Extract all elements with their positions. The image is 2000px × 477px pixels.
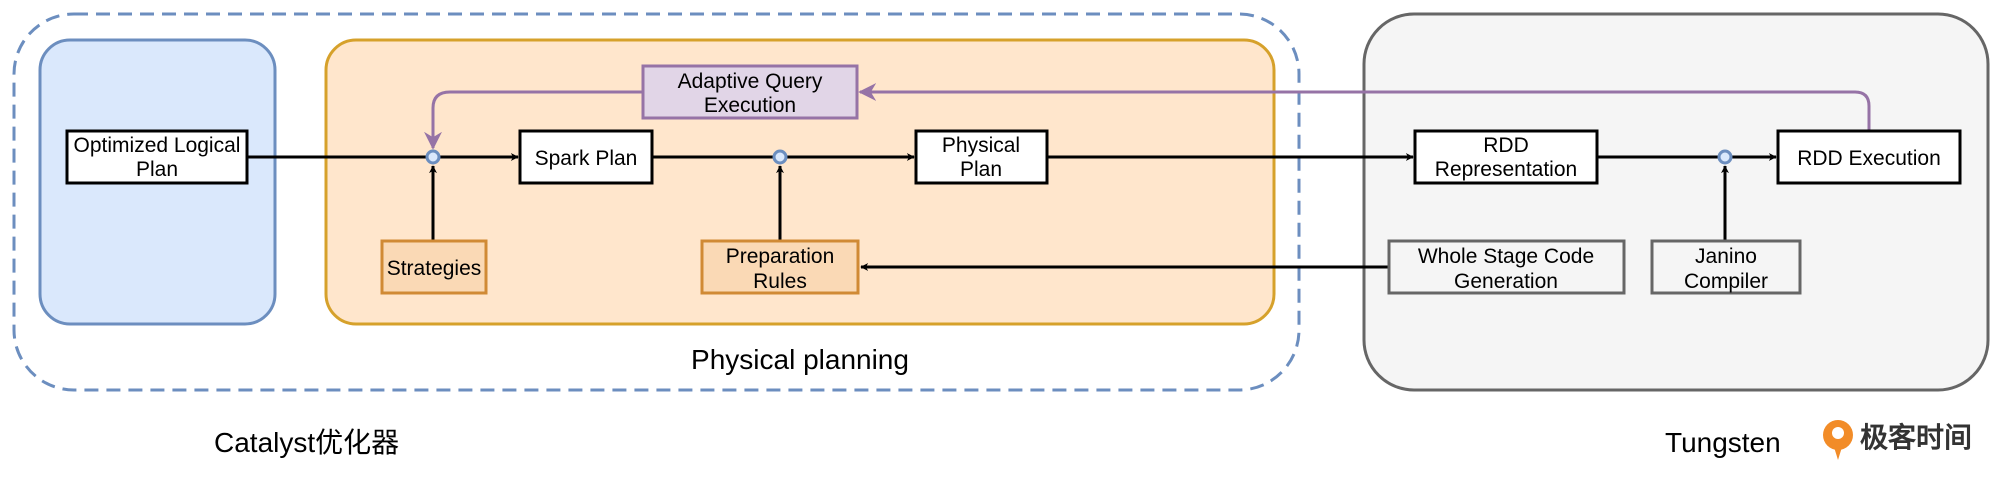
physical-planning-label: Physical planning [691,344,909,375]
node-strategies: Strategies [380,239,488,295]
node-label: Representation [1435,158,1577,181]
node-rdd-representation: RDD Representation [1413,129,1599,185]
node-adaptive-query-execution: Adaptive Query Execution [641,64,859,120]
junction-janino [1717,149,1733,165]
node-label: Strategies [387,257,482,280]
tungsten-region [1362,12,1990,392]
node-label: Plan [136,158,178,181]
node-whole-stage-codegen: Whole Stage Code Generation [1387,239,1626,295]
node-label: Plan [960,158,1002,181]
node-optimized-logical-plan: Optimized Logical Plan [65,129,249,185]
edge-aqe-to-strategy-junction [424,90,643,150]
tungsten-label: Tungsten [1665,427,1781,458]
node-rdd-execution: RDD Execution [1776,129,1962,185]
junction-preparation-rules [772,149,788,165]
node-janino-compiler: Janino Compiler [1650,239,1802,295]
catalyst-label: Catalyst优化器 [214,427,399,458]
node-physical-plan: Physical Plan [914,129,1049,185]
catalyst-region [12,12,1301,392]
node-spark-plan: Spark Plan [518,129,654,185]
logo-mark-icon [1823,420,1853,460]
node-label: Optimized Logical [74,134,241,157]
node-label: Compiler [1684,270,1768,293]
node-label: Whole Stage Code [1418,245,1594,268]
logo-text: 极客时间 [1860,421,1972,454]
node-label: Preparation [726,245,835,268]
node-label: Spark Plan [535,147,638,170]
node-label: RDD Execution [1797,147,1941,170]
node-label: Adaptive Query [678,70,823,93]
edge-rdd-execution-to-aqe [858,83,1871,130]
node-label: Generation [1454,270,1558,293]
geektime-logo: 极客时间 [1823,420,1972,460]
node-label: Rules [753,270,807,293]
node-label: RDD [1483,134,1529,157]
junction-strategies [425,149,441,165]
node-label: Execution [704,94,796,117]
node-preparation-rules: Preparation Rules [700,239,860,295]
node-label: Janino [1695,245,1757,268]
physical-planning-region [324,38,1276,326]
node-label: Physical [942,134,1020,157]
